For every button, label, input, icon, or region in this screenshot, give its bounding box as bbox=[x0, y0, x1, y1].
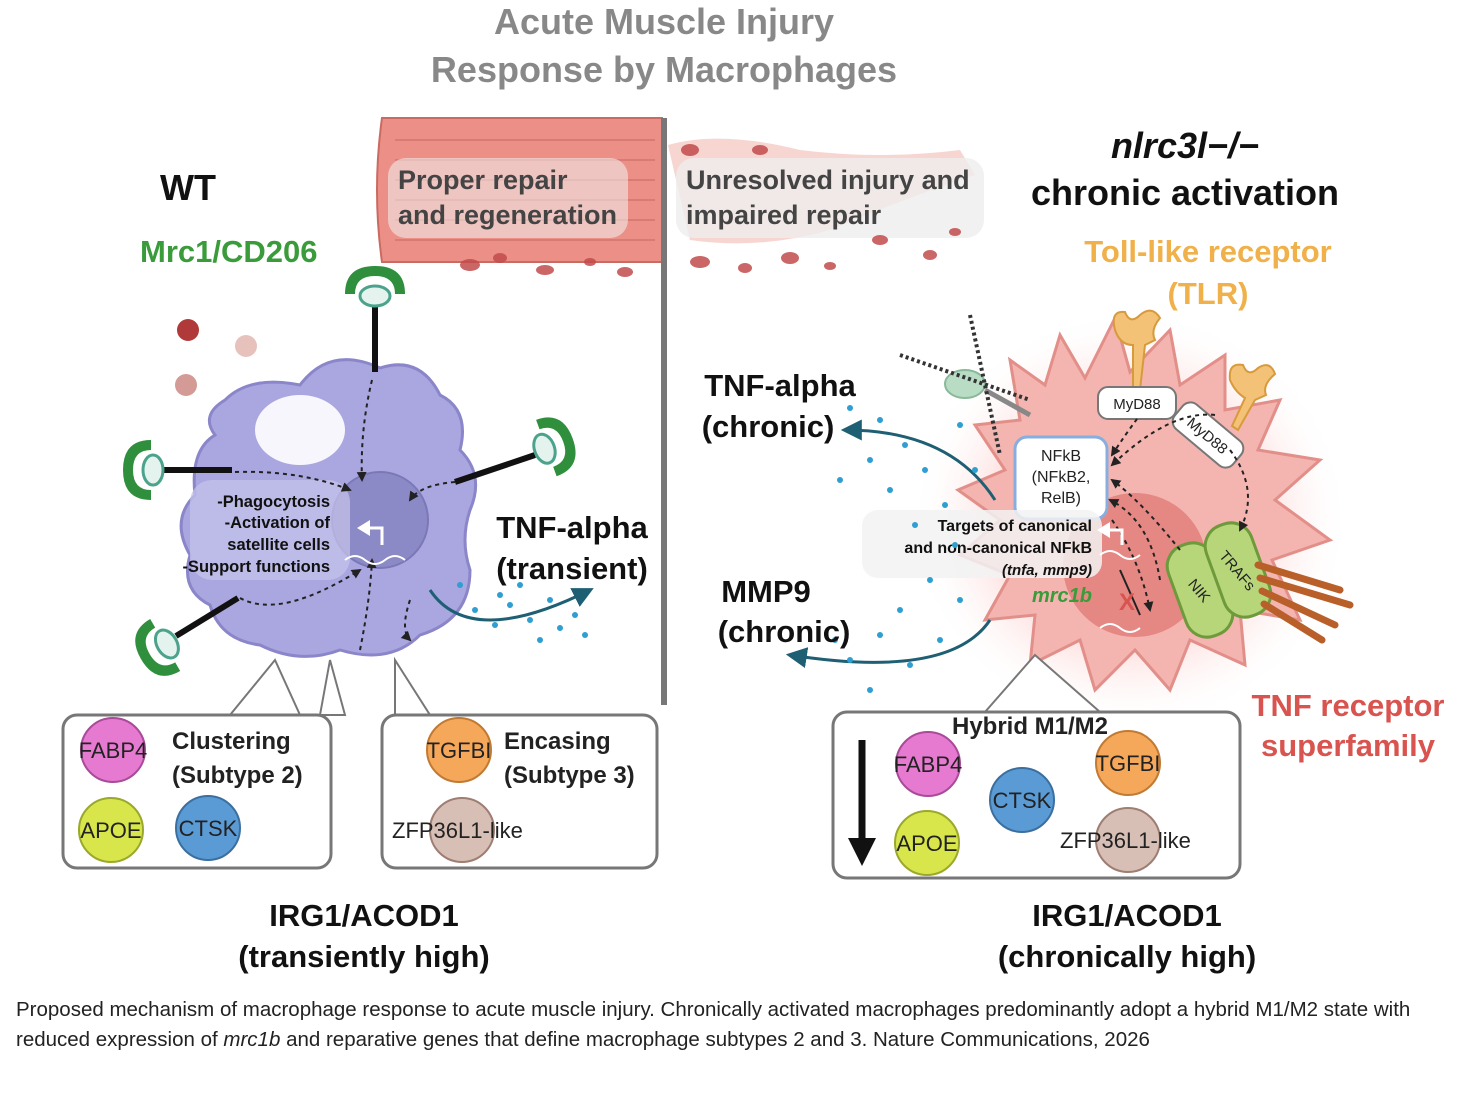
ko-crossed-mrc1-receptor bbox=[899, 314, 1032, 456]
wt-receptor-label: Mrc1/CD206 bbox=[140, 234, 317, 269]
wt-irg1-line2: (transiently high) bbox=[238, 939, 489, 974]
ko-label-line2: chronic activation bbox=[1031, 172, 1339, 213]
banner-left-label-bg bbox=[388, 158, 628, 238]
targets-line3: (tnfa, mmp9) bbox=[1002, 562, 1092, 579]
wt-function-3: satellite cells bbox=[227, 536, 330, 554]
wt-tnf-arrow bbox=[428, 588, 594, 622]
ko-tnf-line2: (chronic) bbox=[702, 409, 835, 444]
tlr-label-line2: (TLR) bbox=[1168, 276, 1249, 311]
gene-fabp4-ko-label: FABP4 bbox=[894, 752, 962, 777]
nfkb-line1: NFkB bbox=[1041, 448, 1081, 465]
figure-title-line2: Response by Macrophages bbox=[431, 49, 897, 90]
wt-mrc1-receptor-right bbox=[454, 408, 585, 485]
ko-tnf-line1: TNF-alpha bbox=[704, 368, 856, 403]
wt-mrc1-receptor-left bbox=[121, 438, 232, 502]
gene-apoe-wt bbox=[78, 797, 144, 863]
wt-box2-title1: Encasing bbox=[504, 728, 611, 755]
gene-apoe-wt-label: APOE bbox=[80, 818, 141, 843]
figure-title-line1: Acute Muscle Injury bbox=[494, 1, 834, 42]
wt-subtype3-box: TGFBI Encasing (Subtype 3) ZFP36L1-like bbox=[380, 713, 659, 870]
gene-zfp36l1-ko bbox=[1095, 807, 1161, 873]
gene-tgfbi-ko bbox=[1095, 730, 1161, 796]
gene-tgfbi-ko-label: TGFBI bbox=[1096, 751, 1161, 776]
tlr-label-line1: Toll-like receptor bbox=[1084, 234, 1332, 269]
gene-fabp4-wt-label: FABP4 bbox=[79, 738, 147, 763]
gene-ctsk-wt bbox=[175, 795, 241, 861]
gene-ctsk-wt-label: CTSK bbox=[179, 816, 238, 841]
ko-secretion-dots bbox=[832, 405, 978, 693]
banner-right-label-bg bbox=[676, 158, 984, 238]
wt-box2-title2: (Subtype 3) bbox=[504, 762, 635, 789]
wt-label: WT bbox=[160, 167, 216, 208]
wt-mrc1-receptor-top bbox=[343, 264, 407, 372]
gene-tgfbi-wt-label: TGFBI bbox=[427, 738, 492, 763]
caption-italic: mrc1b bbox=[223, 1028, 281, 1051]
mrc1b-blocked-x: X bbox=[1119, 589, 1135, 616]
mrc1b-label: mrc1b bbox=[1032, 585, 1092, 607]
ko-label-line1: nlrc3l−/− bbox=[1111, 125, 1259, 166]
ko-mmp9-line2: (chronic) bbox=[718, 614, 851, 649]
banner-right-line1: Unresolved injury and bbox=[686, 165, 970, 195]
ko-irg1-line2: (chronically high) bbox=[998, 939, 1256, 974]
wt-signal-arrows bbox=[234, 379, 456, 651]
hybrid-m1m2-box: Hybrid M1/M2 FABP4 TGFBI CTSK APOE ZFP36… bbox=[831, 710, 1242, 880]
wt-function-4: -Support functions bbox=[182, 558, 330, 576]
nfkb-line2: (NFkB2, bbox=[1032, 469, 1091, 486]
figure-canvas: Acute Muscle Injury Response by Macropha… bbox=[61, 1, 1445, 974]
banner-left-line2: and regeneration bbox=[398, 200, 617, 230]
nfkb-line3: RelB) bbox=[1041, 490, 1081, 507]
ko-tnf-arrow bbox=[840, 419, 997, 501]
wt-box1-title1: Clustering bbox=[172, 728, 291, 755]
tnfr-label-line2: superfamily bbox=[1261, 728, 1436, 763]
down-arrow-icon bbox=[848, 740, 876, 866]
gene-apoe-ko-label: APOE bbox=[896, 831, 957, 856]
wt-box-pointers bbox=[227, 656, 432, 716]
tnfr-label-line1: TNF receptor bbox=[1252, 688, 1445, 723]
banner-right-line2: impaired repair bbox=[686, 200, 882, 230]
ko-mmp9-line1: MMP9 bbox=[721, 574, 811, 609]
ko-signal-arrows bbox=[1108, 413, 1249, 612]
tlr-receptors bbox=[1112, 309, 1277, 432]
gene-zfp36l1-wt bbox=[429, 797, 495, 863]
wt-function-1: -Phagocytosis bbox=[217, 493, 330, 511]
gene-ctsk-ko bbox=[989, 767, 1055, 833]
targets-line1: Targets of canonical bbox=[938, 518, 1092, 535]
ko-mmp9-arrow bbox=[785, 619, 992, 668]
wt-box1-title2: (Subtype 2) bbox=[172, 762, 303, 789]
wt-tnf-dots bbox=[457, 582, 588, 643]
wt-subtype2-box: FABP4 Clustering (Subtype 2) APOE CTSK bbox=[61, 713, 333, 870]
nfkb-box: NFkB (NFkB2, RelB) bbox=[1013, 435, 1109, 521]
myd88-label-1: MyD88 bbox=[1113, 396, 1161, 413]
gene-zfp36l1-wt-label: ZFP36L1-like bbox=[392, 818, 523, 843]
caption-part1: Proposed mechanism of macrophage respons… bbox=[16, 998, 1411, 1051]
gene-tgfbi-wt bbox=[426, 717, 492, 783]
wt-tnf-line2: (transient) bbox=[496, 551, 648, 586]
muscle-fiber-banner: Proper repair and regeneration Unresolve… bbox=[376, 117, 984, 277]
wt-tnf-line1: TNF-alpha bbox=[496, 510, 648, 545]
figure-caption: Proposed mechanism of macrophage respons… bbox=[16, 995, 1436, 1055]
banner-left-line1: Proper repair bbox=[398, 165, 568, 195]
hybrid-title: Hybrid M1/M2 bbox=[952, 713, 1108, 740]
wt-mrc1-receptor-bottom bbox=[124, 595, 240, 687]
wt-function-2: -Activation of bbox=[225, 514, 331, 532]
gene-fabp4-ko bbox=[895, 731, 961, 797]
gene-ctsk-ko-label: CTSK bbox=[993, 788, 1052, 813]
nik-traf-complex: NIK TRAFs bbox=[1165, 521, 1354, 644]
gene-fabp4-wt bbox=[80, 717, 146, 783]
gene-zfp36l1-ko-label: ZFP36L1-like bbox=[1060, 828, 1191, 853]
targets-line2: and non-canonical NFkB bbox=[904, 540, 1092, 557]
ko-irg1-line1: IRG1/ACOD1 bbox=[1032, 898, 1221, 933]
caption-part2: and reparative genes that define macroph… bbox=[280, 1028, 1150, 1051]
gene-apoe-ko bbox=[894, 810, 960, 876]
myd88-box-1: MyD88 bbox=[1097, 386, 1177, 420]
wt-irg1-line1: IRG1/ACOD1 bbox=[269, 898, 458, 933]
